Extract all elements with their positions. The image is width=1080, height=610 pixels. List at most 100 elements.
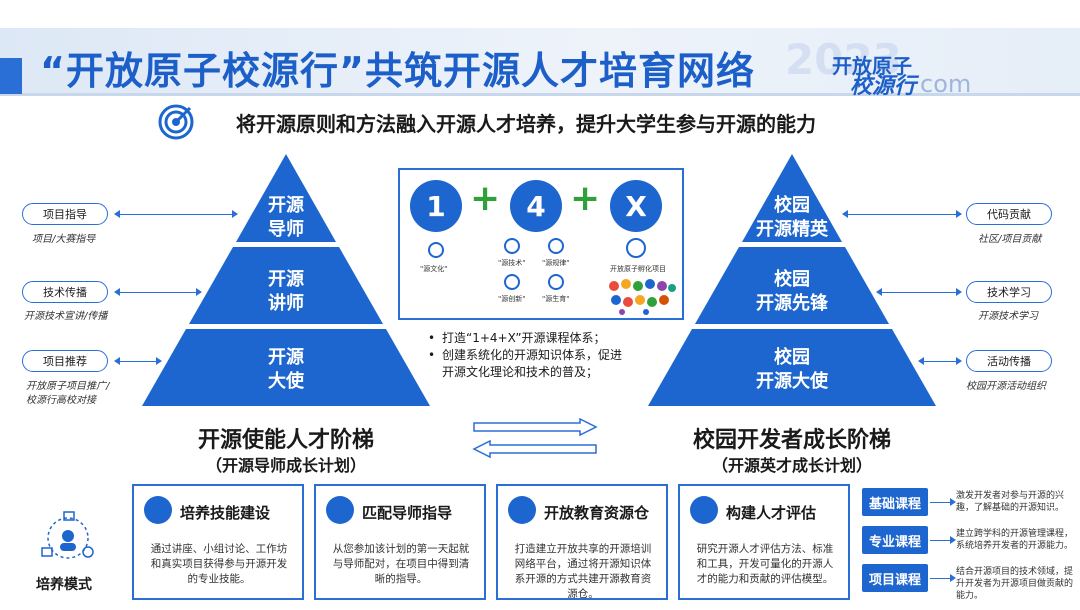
left-pyramid-tier-bottom [142,329,430,406]
right-tier-3-label: 校园 开源大使 [732,346,852,394]
plus-icon: + [570,178,601,219]
logo: 开放原子 校源行 com [832,50,1022,99]
bullet-2-cont: 开源文化理论和技术的普及； [428,364,622,381]
ghost-year-watermark: 2023 [785,35,902,84]
right-item-1-arrow [842,210,962,218]
card-3-title: 开放教育资源仓 [544,504,650,522]
right-pyramid-tier-bottom [648,329,936,406]
curriculum-box: 1 + 4 + X "源文化" "源技术" "源规律" "源创新" "源生育" … [398,168,684,320]
mini-label-5: "源生育" [542,295,570,303]
training-mode-label: 培养模式 [36,577,92,593]
left-tier-1-label: 开源 导师 [246,194,326,242]
left-item-1-arrow [114,210,238,218]
left-tier-3-line1: 开源 [268,347,304,368]
logo-text-line1: 开放原子 [832,54,912,78]
left-tier-1-line1: 开源 [268,195,304,216]
curriculum-bullets: 打造“1+4+X”开源课程体系； 创建系统化的开源知识体系，促进 开源文化理论和… [428,330,622,381]
right-tier-2-label: 校园 开源先锋 [732,268,852,316]
right-pyramid [648,154,936,406]
left-tier-3-line2: 大使 [268,371,304,392]
left-item-tech-spread: 技术传播 [22,281,108,303]
course-basic-text: 激发开发者对参与开源的兴趣，了解基础的开源知识。 [956,491,1065,513]
bullet-2-cont-text: 开源文化理论和技术的普及； [442,365,599,379]
card-1-text: 通过讲座、小组讨论、工作坊和真实项目获得参与开源开发的专业技能。 [150,543,288,585]
page-title: “开放原子校源行”共筑开源人才培育网络 [40,49,755,93]
mini-label-1: "源文化" [420,265,448,273]
right-tier-3-line2: 开源大使 [756,371,828,392]
culture-icon [428,242,444,258]
lightbulb-icon [548,274,564,290]
card-4-title: 构建人才评估 [726,504,817,522]
right-item-2-arrow [876,288,962,296]
tech-icon [504,238,520,254]
right-tier-1-line2: 开源精英 [756,219,828,240]
course-professional-text: 建立跨学科的开源管理课程，系统培养开发者的开源能力。 [956,529,1074,551]
assessment-icon [690,496,718,524]
right-tier-2-line2: 开源先锋 [756,293,828,314]
right-ladder-title: 校园开发者成长阶梯 [692,428,891,453]
openatom-icon [626,238,646,258]
title-accent-bar [0,58,22,94]
number-1-circle: 1 [410,180,462,232]
card-talent-assessment: 构建人才评估 研究开源人才评估方法、标准和工具，开发可量化的开源人才的能力和贡献… [678,484,850,600]
right-tier-2-line1: 校园 [774,269,810,290]
network-icon [504,274,520,290]
right-tier-1-label: 校园 开源精英 [732,194,852,242]
card-1-title: 培养技能建设 [180,504,271,522]
left-item-project-guidance: 项目指导 [22,203,108,225]
left-ladder-subtitle: （开源导师成长计划） [205,456,366,475]
right-tier-3-line1: 校园 [774,347,810,368]
left-item-3-note-line2: 校源行高校对接 [26,395,96,406]
target-icon [158,104,194,140]
right-ladder-subtitle: （开源英才成长计划） [711,456,872,475]
course-project: 项目课程 [862,564,928,592]
logo-text-line2: 校源行 [850,74,917,99]
logo-text-line3: com [920,70,972,98]
right-item-code-contrib: 代码贡献 [966,203,1052,225]
skill-icon [144,496,172,524]
right-item-3-note: 校园开源活动组织 [966,381,1046,392]
card-mentor-match: 匹配导师指导 从您参加该计划的第一天起就与导师配对，在项目中得到清晰的指导。 [314,484,486,600]
right-pyramid-tier-middle [695,247,889,324]
right-tier-1-line1: 校园 [774,195,810,216]
card-3-text: 打造建立开放共享的开源培训网络平台，通过将开源知识体系开源的方式共建开源教育资源… [514,543,652,600]
left-item-1-note: 项目/大赛指导 [32,234,96,245]
card-4-text: 研究开源人才评估方法、标准和工具，开发可量化的开源人才的能力和贡献的评估模型。 [696,543,834,585]
left-pyramid-tier-top [236,154,336,242]
left-item-2-arrow [114,288,202,296]
left-tier-2-line1: 开源 [268,269,304,290]
left-tier-3-label: 开源 大使 [246,346,326,394]
plus-icon: + [470,178,501,219]
mini-label-2: "源技术" [498,259,526,267]
card-2-text: 从您参加该计划的第一天起就与导师配对，在项目中得到清晰的指导。 [332,543,470,585]
card-2-title: 匹配导师指导 [362,504,453,522]
left-tier-1-line2: 导师 [268,219,304,240]
left-pyramid-tier-middle [189,247,383,324]
course-basic-arrow [930,498,956,506]
mentor-icon [326,496,354,524]
right-item-tech-learning: 技术学习 [966,281,1052,303]
training-mode-icon [41,511,94,559]
bullet-1: 打造“1+4+X”开源课程体系； [428,330,622,347]
course-project-arrow [930,574,956,582]
course-professional: 专业课程 [862,526,928,554]
resource-icon [508,496,536,524]
left-item-3-note-line1: 开放原子项目推广/ [26,381,110,392]
scale-icon [548,238,564,254]
right-pyramid-tier-top [742,154,842,242]
card-open-resources: 开放教育资源仓 打造建立开放共享的开源培训网络平台，通过将开源知识体系开源的方式… [496,484,668,600]
subtitle: 将开源原则和方法融入开源人才培养，提升大学生参与开源的能力 [236,112,816,136]
exchange-arrows-icon [472,418,598,459]
mini-label-3: "源规律" [542,259,570,267]
course-professional-arrow [930,536,956,544]
course-basic: 基础课程 [862,488,928,516]
right-item-3-arrow [918,357,962,365]
left-tier-2-label: 开源 讲师 [246,268,326,316]
right-item-2-note: 开源技术学习 [978,311,1038,322]
left-item-2-note: 开源技术宣讲/传播 [24,311,108,322]
left-item-project-recommend: 项目推荐 [22,350,108,372]
left-item-3-arrow [114,357,162,365]
card-skill-building: 培养技能建设 通过讲座、小组讨论、工作坊和真实项目获得参与开源开发的专业技能。 [132,484,304,600]
left-ladder-title: 开源使能人才阶梯 [197,428,374,453]
left-tier-2-line2: 讲师 [268,293,304,314]
